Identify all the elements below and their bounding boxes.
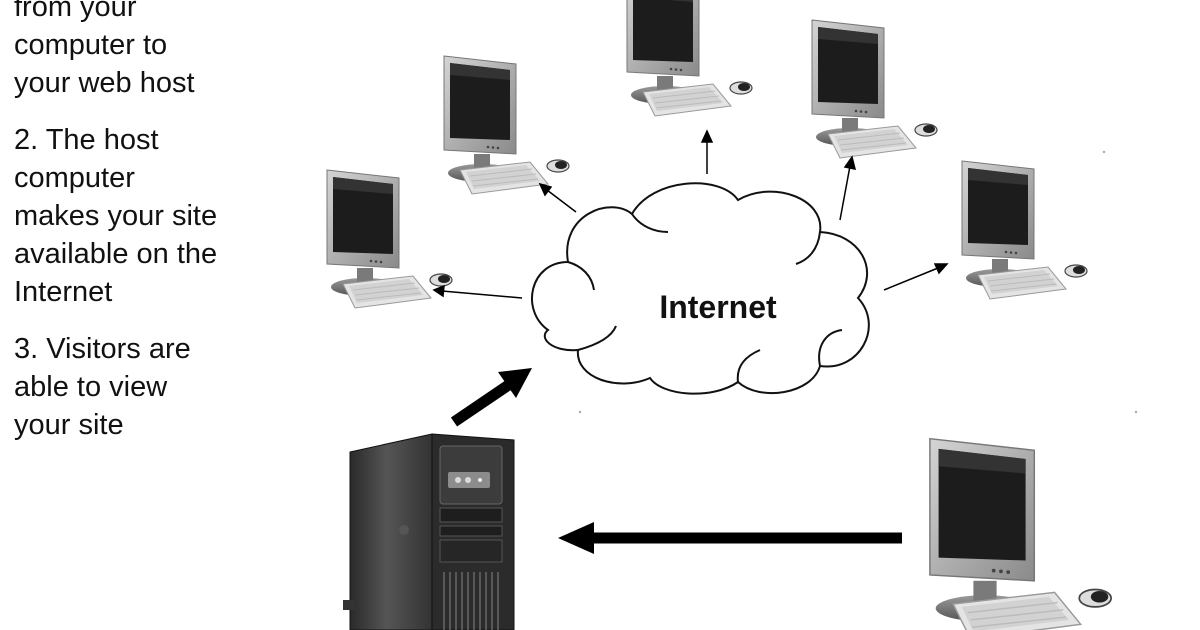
internet-cloud-icon xyxy=(531,182,870,395)
steps-text: from your computer to your web host 2. T… xyxy=(14,0,254,463)
upload-arrow-computer-to-server xyxy=(558,522,902,554)
step-3-line-1: 3. Visitors are xyxy=(14,333,191,365)
arrow-to-visitor-4-head xyxy=(843,155,857,170)
step-3-line-3: your site xyxy=(14,409,124,441)
arrow-to-visitor-3-head xyxy=(700,129,714,143)
step-1-line-2: computer to xyxy=(14,29,168,61)
visitor-computer-2-desktop-computer-icon xyxy=(443,55,570,195)
step-2-line-5: Internet xyxy=(14,276,113,308)
visitor-computer-4-desktop-computer-icon xyxy=(811,19,938,159)
visitor-computer-3-desktop-computer-icon xyxy=(626,0,753,117)
arrow-to-visitor-4 xyxy=(839,165,851,221)
distribution-arrows xyxy=(432,129,949,299)
arrow-to-visitor-5-head xyxy=(933,263,949,275)
step-2-line-4: available on the xyxy=(14,238,218,270)
arrow-to-visitor-1 xyxy=(441,290,523,299)
step-3: 3. Visitors are able to view your site xyxy=(14,330,254,444)
cloud-label: Internet xyxy=(659,289,777,325)
arrow-to-visitor-1-head xyxy=(432,284,445,298)
step-2: 2. The host computer makes your site ava… xyxy=(14,121,254,311)
step-1-line-1: from your xyxy=(14,0,137,23)
visitor-computer-5-desktop-computer-icon xyxy=(961,160,1088,300)
visitor-computer-1-desktop-computer-icon xyxy=(326,169,453,309)
arrow-to-visitor-2 xyxy=(546,189,577,213)
host-server-tower-server-icon xyxy=(343,433,515,630)
arrow-to-visitor-2-head xyxy=(538,182,553,197)
step-3-line-2: able to view xyxy=(14,371,168,403)
uploader-computer-desktop-computer-icon xyxy=(929,437,1113,630)
step-1-line-3: your web host xyxy=(14,67,195,99)
step-2-line-1: 2. The host xyxy=(14,124,159,156)
step-2-line-3: makes your site xyxy=(14,200,218,232)
step-2-line-2: computer xyxy=(14,162,135,194)
step-1: from your computer to your web host xyxy=(14,0,254,102)
arrow-to-visitor-5 xyxy=(883,267,939,291)
upload-arrow-server-to-cloud xyxy=(450,368,532,427)
